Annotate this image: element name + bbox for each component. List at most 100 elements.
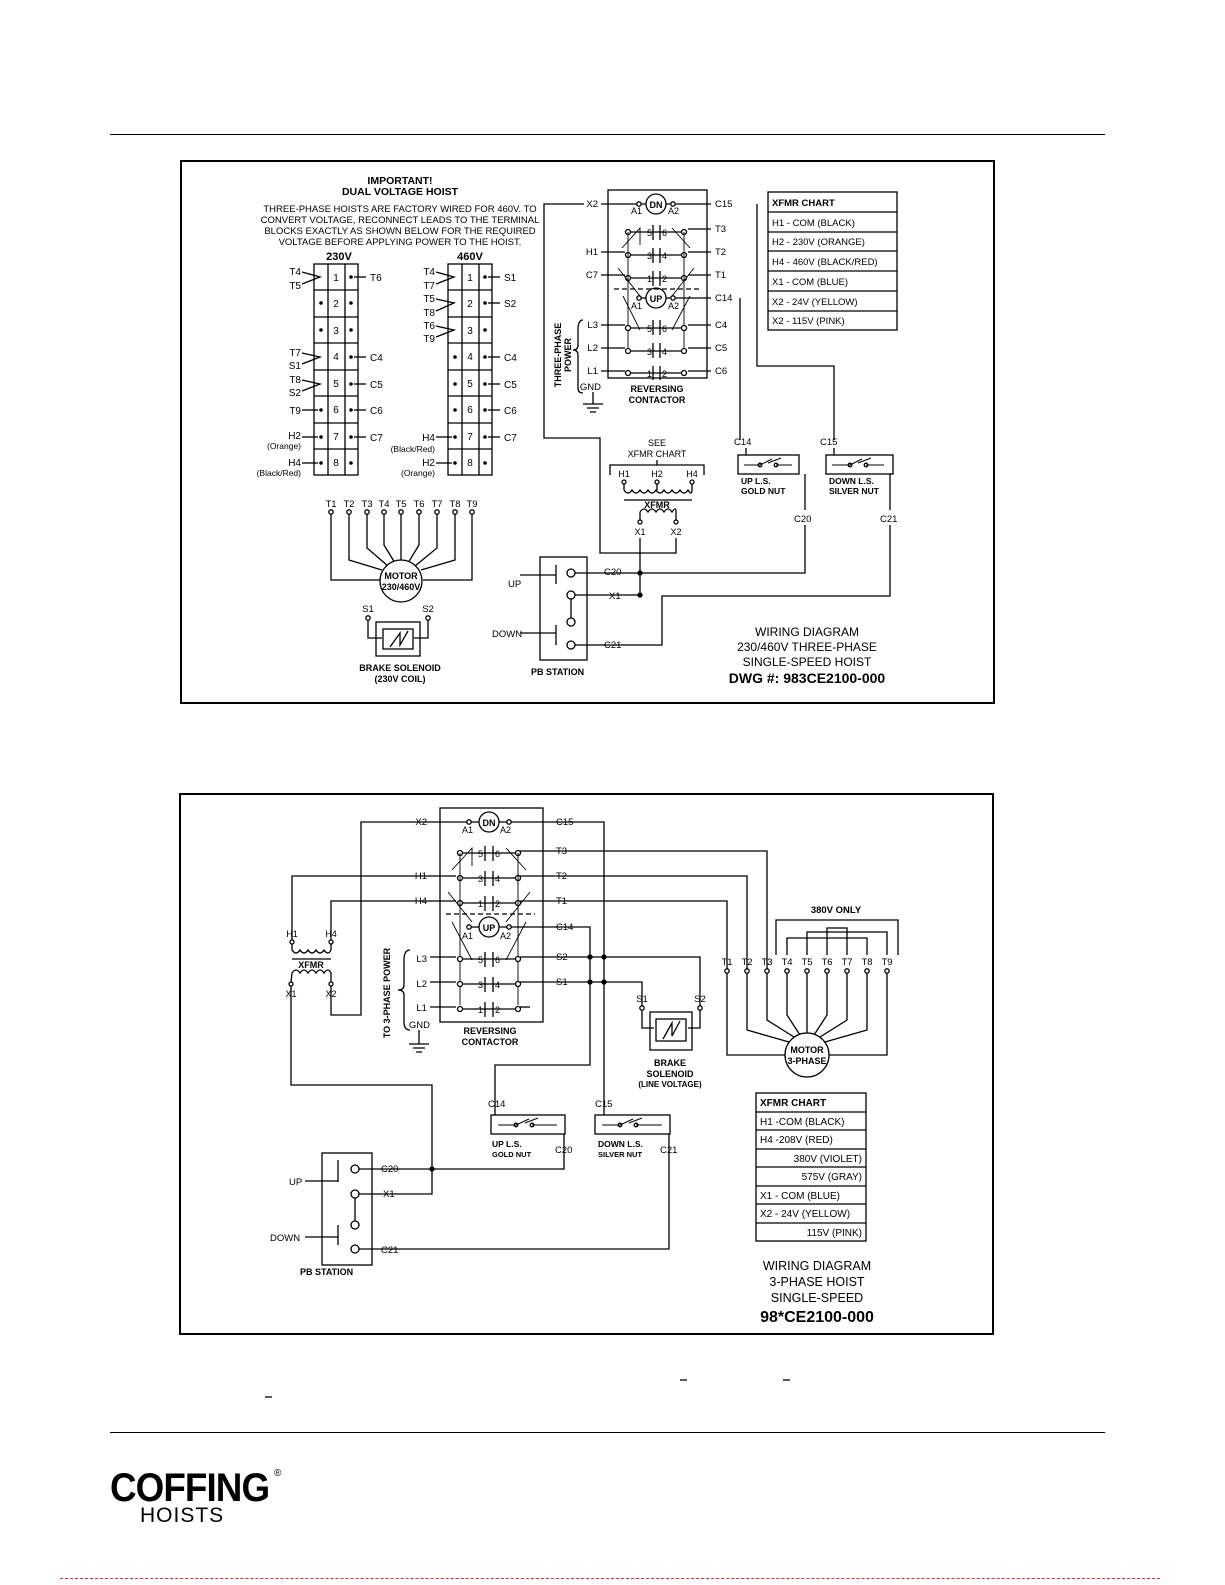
a1: A1 — [631, 206, 642, 216]
tb230-lead: S1 — [289, 361, 302, 372]
tb460-lead: T9 — [423, 334, 435, 345]
tb230-lead: S2 — [289, 388, 302, 399]
xfmr-chart-row: X1 - COM (BLUE) — [760, 1191, 840, 1202]
motor-lead-label: T9 — [466, 499, 477, 510]
motor-lead-label: T7 — [431, 499, 442, 510]
a2: A2 — [668, 301, 679, 311]
xfmr-see: SEE — [648, 438, 666, 448]
contact-num: 3 — [478, 874, 483, 884]
tb230-out: C7 — [370, 433, 383, 444]
contactor-left-label: L2 — [587, 343, 598, 354]
ground-icon — [583, 392, 603, 413]
reversing-contactor-2: DN A1 A2 5 6 3 — [382, 807, 573, 1053]
terminal-block-460v-title: 460V — [457, 251, 483, 263]
notice-title-2: DUAL VOLTAGE HOIST — [342, 186, 459, 198]
registered-mark: ® — [274, 1468, 282, 1479]
tb230-out: T6 — [370, 273, 382, 284]
ls-up-label: GOLD NUT — [741, 486, 786, 496]
gnd-label: GND — [409, 1020, 430, 1031]
motor-label: MOTOR — [384, 571, 418, 581]
logo-subtitle: HOISTS — [140, 1504, 225, 1527]
contactor-label: REVERSING — [463, 1026, 516, 1036]
a1: A1 — [631, 301, 642, 311]
xfmr-chart-2: XFMR CHART H1 -COM (BLACK) H4 -208V (RED… — [755, 1092, 867, 1242]
xfmr-chart-row: X2 - 115V (PINK) — [772, 316, 845, 327]
ls-up-label: UP L.S. — [741, 476, 771, 486]
contact-num: 5 — [647, 324, 652, 334]
ground-icon — [409, 1030, 429, 1053]
diagram-2: DN A1 A2 5 6 3 — [179, 793, 994, 1335]
ls-down-label: DOWN L.S. — [829, 476, 874, 486]
xfmr-chart-1: XFMR CHART H1 - COM (BLACK) H2 - 230V (O… — [767, 191, 898, 331]
a1: A1 — [462, 825, 473, 835]
diagram-2-frame — [179, 793, 994, 1335]
gnd-label: GND — [580, 382, 601, 393]
contactor-right-label: C6 — [715, 366, 727, 377]
contact-num: 1 — [647, 369, 652, 379]
xfmr-chart-row: H1 -COM (BLACK) — [760, 1117, 844, 1128]
motor-lead-label: T9 — [881, 957, 892, 968]
tb460-num: 6 — [467, 405, 473, 416]
tb230-num: 5 — [333, 379, 339, 390]
contactor-label: REVERSING — [630, 384, 683, 394]
motor-3-phase: 380V ONLY T1 T2 T3 T4 T5 T6 T7 T8 T9 — [721, 905, 899, 1078]
contactor-left-label: H1 — [586, 247, 598, 258]
xfmr-chart-row: 115V (PINK) — [807, 1228, 862, 1239]
contact-num: 1 — [478, 1005, 483, 1015]
xfmr-x2: X2 — [670, 527, 681, 537]
tb230-lead: (Orange) — [267, 441, 301, 451]
tb230-lead: T7 — [289, 348, 301, 359]
a2: A2 — [500, 931, 511, 941]
contact-num: 5 — [647, 228, 652, 238]
power-label: THREE-PHASE — [553, 323, 563, 388]
wires-1 — [543, 203, 891, 646]
contact-num: 2 — [662, 274, 667, 284]
xfmr-label: XFMR — [298, 960, 324, 970]
a2: A2 — [500, 825, 511, 835]
caption-line: 3-PHASE HOIST — [769, 1275, 865, 1289]
contact-num: 2 — [495, 1005, 500, 1015]
up-coil: UP — [650, 294, 663, 304]
motor-lead-label: T5 — [395, 499, 406, 510]
tb230-out: C5 — [370, 380, 383, 391]
contact-num: 4 — [662, 347, 667, 357]
tb460-lead: H2 — [422, 458, 435, 469]
tb230-num: 4 — [333, 352, 339, 363]
up-coil: UP — [483, 923, 496, 933]
top-rule — [110, 134, 1105, 135]
contactor-right-label: T2 — [715, 247, 726, 258]
contact-num: 2 — [495, 899, 500, 909]
xfmr-chart-row: H4 - 460V (BLACK/RED) — [772, 257, 878, 268]
motor-label: MOTOR — [790, 1045, 824, 1055]
tb460-num: 3 — [467, 326, 473, 337]
xfmr-chart-row: X2 - 24V (YELLOW) — [772, 297, 858, 308]
xfmr-chart-title: XFMR CHART — [760, 1098, 826, 1109]
pb-station-label: PB STATION — [531, 667, 584, 677]
brake-s1: S1 — [362, 604, 374, 615]
contactor-left-label: X2 — [586, 199, 598, 210]
tb460-out: C6 — [504, 406, 517, 417]
tb230-num: 2 — [333, 299, 339, 310]
xfmr-chart-row: X2 - 24V (YELLOW) — [760, 1209, 850, 1220]
contactor-label: CONTACTOR — [462, 1037, 519, 1047]
caption-line: 230/460V THREE-PHASE — [737, 640, 877, 654]
contact-num: 1 — [478, 899, 483, 909]
motor-lead-label: T2 — [343, 499, 354, 510]
brake-s2: S2 — [422, 604, 434, 615]
a2: A2 — [668, 206, 679, 216]
motor-symbol — [379, 559, 423, 603]
contact-num: 6 — [662, 324, 667, 334]
limit-switches-1: C14 C15 UP L.S. GOLD NUT DOWN L.S. SILVE… — [734, 437, 897, 525]
xfmr-chart-row: H2 - 230V (ORANGE) — [772, 237, 865, 248]
contactor-label: CONTACTOR — [629, 395, 686, 405]
motor-lead-label: T8 — [449, 499, 460, 510]
terminal-block-230v-title: 230V — [326, 251, 352, 263]
brake-label: SOLENOID — [646, 1069, 694, 1079]
contact-num: 3 — [478, 980, 483, 990]
xfmr-x1: X1 — [634, 527, 645, 537]
contact-num: 5 — [478, 955, 483, 965]
tb230-out: C6 — [370, 406, 383, 417]
brake-solenoid-2: S1 S2 BRAKE SOLENOID (LINE VOLTAGE) — [636, 994, 706, 1089]
ls-up-in: C14 — [488, 1099, 505, 1110]
